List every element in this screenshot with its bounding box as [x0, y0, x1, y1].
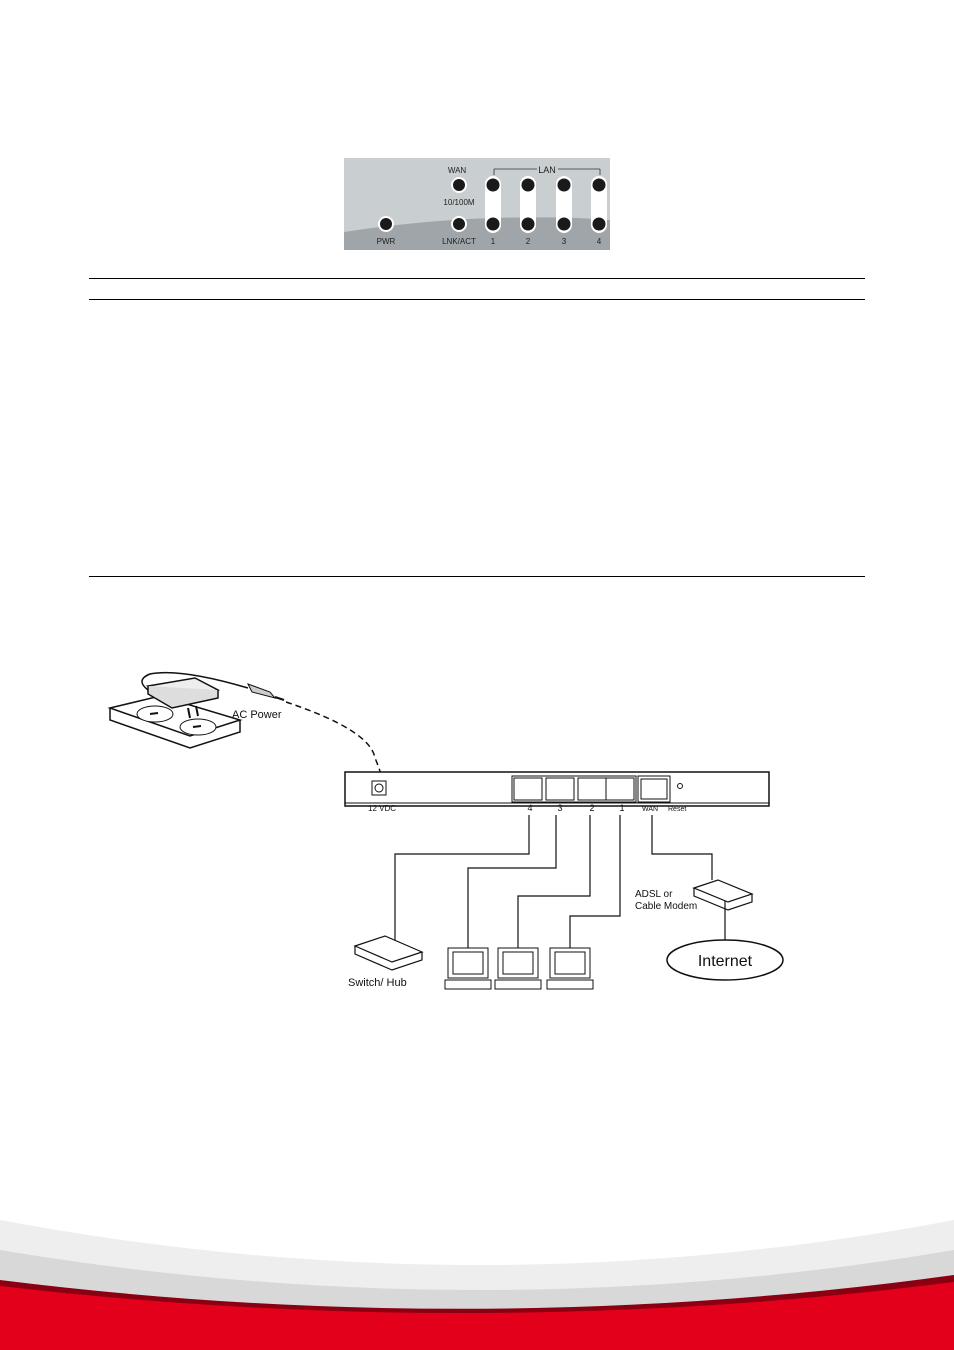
port-label-4: 4 — [597, 237, 602, 246]
port-number-2: 2 — [589, 803, 594, 813]
table-bottom-rule — [89, 576, 865, 577]
lan-port-3 — [545, 777, 575, 801]
lan-port-1 — [605, 777, 635, 801]
lan-led-1 — [485, 176, 501, 233]
dc-label: 12 VDC — [368, 804, 396, 813]
port-number-4: 4 — [527, 803, 532, 813]
modem-illustration — [692, 879, 754, 911]
pwr-label: PWR — [377, 237, 396, 246]
power-cable-dashed — [285, 701, 381, 773]
port-label-3: 3 — [562, 237, 567, 246]
lan-label: LAN — [538, 165, 556, 175]
reset-hole — [677, 783, 683, 789]
footer-red-band — [0, 1282, 954, 1350]
modem-label-line1: ADSL or — [635, 889, 673, 900]
speed-label: 10/100M — [443, 198, 474, 207]
port-number-1: 1 — [619, 803, 624, 813]
lan-led-4 — [591, 176, 607, 233]
internet-ellipse — [666, 939, 784, 981]
wan-port-label: WAN — [642, 806, 658, 813]
panel-shade — [344, 217, 610, 250]
table-top-rule — [89, 278, 865, 279]
lan-led-2 — [520, 176, 536, 233]
pwr-led — [378, 216, 394, 232]
wan-label: WAN — [448, 166, 467, 175]
computer-icon-2 — [494, 947, 542, 990]
computer-icon-1 — [444, 947, 492, 990]
lnk-act-label: LNK/ACT — [442, 237, 476, 246]
switch-hub-label: Switch/ Hub — [348, 977, 407, 989]
router-rear-panel — [344, 771, 770, 807]
ac-power-label: AC Power — [232, 709, 282, 721]
wan-speed-led — [451, 177, 467, 193]
port-label-2: 2 — [526, 237, 531, 246]
modem-label-line2: Cable Modem — [635, 901, 697, 912]
led-front-panel-figure: WAN LAN 10/100M PWR LNK/ACT 1 2 3 4 — [344, 158, 610, 250]
wan-lnk-led — [451, 216, 467, 232]
port-label-1: 1 — [491, 237, 496, 246]
internet-label: Internet — [698, 953, 753, 970]
reset-label: Reset — [668, 806, 686, 813]
lan-port-4 — [513, 777, 543, 801]
connection-diagram: AC Power 12 VDC 4 3 2 1 WAN Reset Sw — [107, 671, 784, 990]
port-number-3: 3 — [557, 803, 562, 813]
lan-led-3 — [556, 176, 572, 233]
switch-hub-illustration — [353, 935, 424, 971]
power-outlet-illustration — [107, 671, 285, 749]
footer-decorative-wave — [0, 1220, 954, 1350]
computer-icon-3 — [546, 947, 594, 990]
table-header-rule — [89, 299, 865, 300]
lan-port-2 — [577, 777, 607, 801]
network-cables — [394, 815, 726, 948]
